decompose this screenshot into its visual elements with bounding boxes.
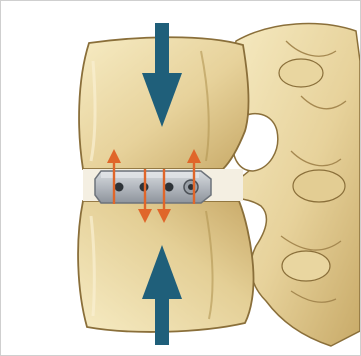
implant-hole	[115, 183, 124, 192]
implant-hole	[165, 183, 174, 192]
